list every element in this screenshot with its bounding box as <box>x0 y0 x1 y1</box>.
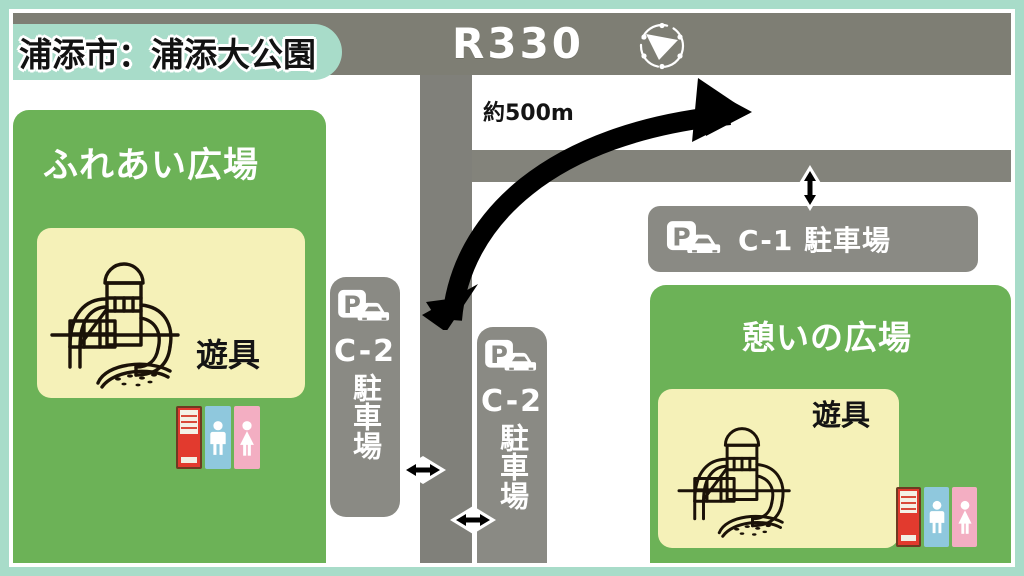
parking-sign-c1-label: C-1 駐車場 <box>738 224 892 257</box>
parking-sign-c2-west[interactable]: P C-2 駐車場 <box>330 277 400 517</box>
vending-window <box>180 410 198 434</box>
svg-text:P: P <box>343 291 361 319</box>
parking-sign-c2-east-jp: 駐車場 <box>495 423 530 510</box>
svg-text:P: P <box>490 341 508 369</box>
playground-label: 遊具 <box>812 398 871 432</box>
vending-machine-icon <box>896 487 921 547</box>
compass-icon <box>634 18 690 74</box>
vending-slot <box>901 535 916 541</box>
route-curved-arrow <box>400 70 780 332</box>
crossing-arrow-horizontal-icon <box>450 500 496 540</box>
title-badge: 浦添市：浦添大公園 <box>5 24 342 80</box>
plaza-ikoi-title: 憩いの広場 <box>742 318 912 357</box>
amenity-strip-ikoi <box>896 487 977 547</box>
playground-label: 遊具 <box>196 336 261 374</box>
restroom-female-icon <box>952 487 977 547</box>
vending-window <box>900 491 917 514</box>
restroom-male-icon <box>924 487 949 547</box>
plaza-fureai-title: ふれあい広場 <box>43 146 260 186</box>
parking-sign-c2-east-code: C-2 <box>480 384 544 419</box>
playground-icon <box>672 410 812 540</box>
parking-car-icon: P <box>485 339 537 371</box>
distance-label: 約500m <box>483 101 574 126</box>
parking-car-icon: P <box>338 289 390 321</box>
svg-text:P: P <box>672 222 690 251</box>
vending-machine-icon <box>176 406 202 469</box>
route-label-r330: R330 <box>452 19 585 68</box>
parking-sign-c2-east[interactable]: P C-2 駐車場 <box>477 327 547 576</box>
parking-sign-c1[interactable]: P C-1 駐車場 <box>648 206 978 272</box>
vending-slot <box>181 457 197 463</box>
restroom-female-icon <box>234 406 260 469</box>
parking-sign-c2-west-code: C-2 <box>333 334 397 369</box>
parking-car-icon: P <box>666 220 721 253</box>
parking-sign-c2-west-jp: 駐車場 <box>348 373 383 460</box>
playground-icon <box>44 243 204 391</box>
title-badge-text: 浦添市：浦添大公園 <box>19 35 316 74</box>
crossing-arrow-horizontal-icon <box>400 450 446 490</box>
restroom-male-icon <box>205 406 231 469</box>
crossing-arrow-vertical-icon <box>790 165 830 211</box>
amenity-strip-fureai <box>176 406 260 469</box>
